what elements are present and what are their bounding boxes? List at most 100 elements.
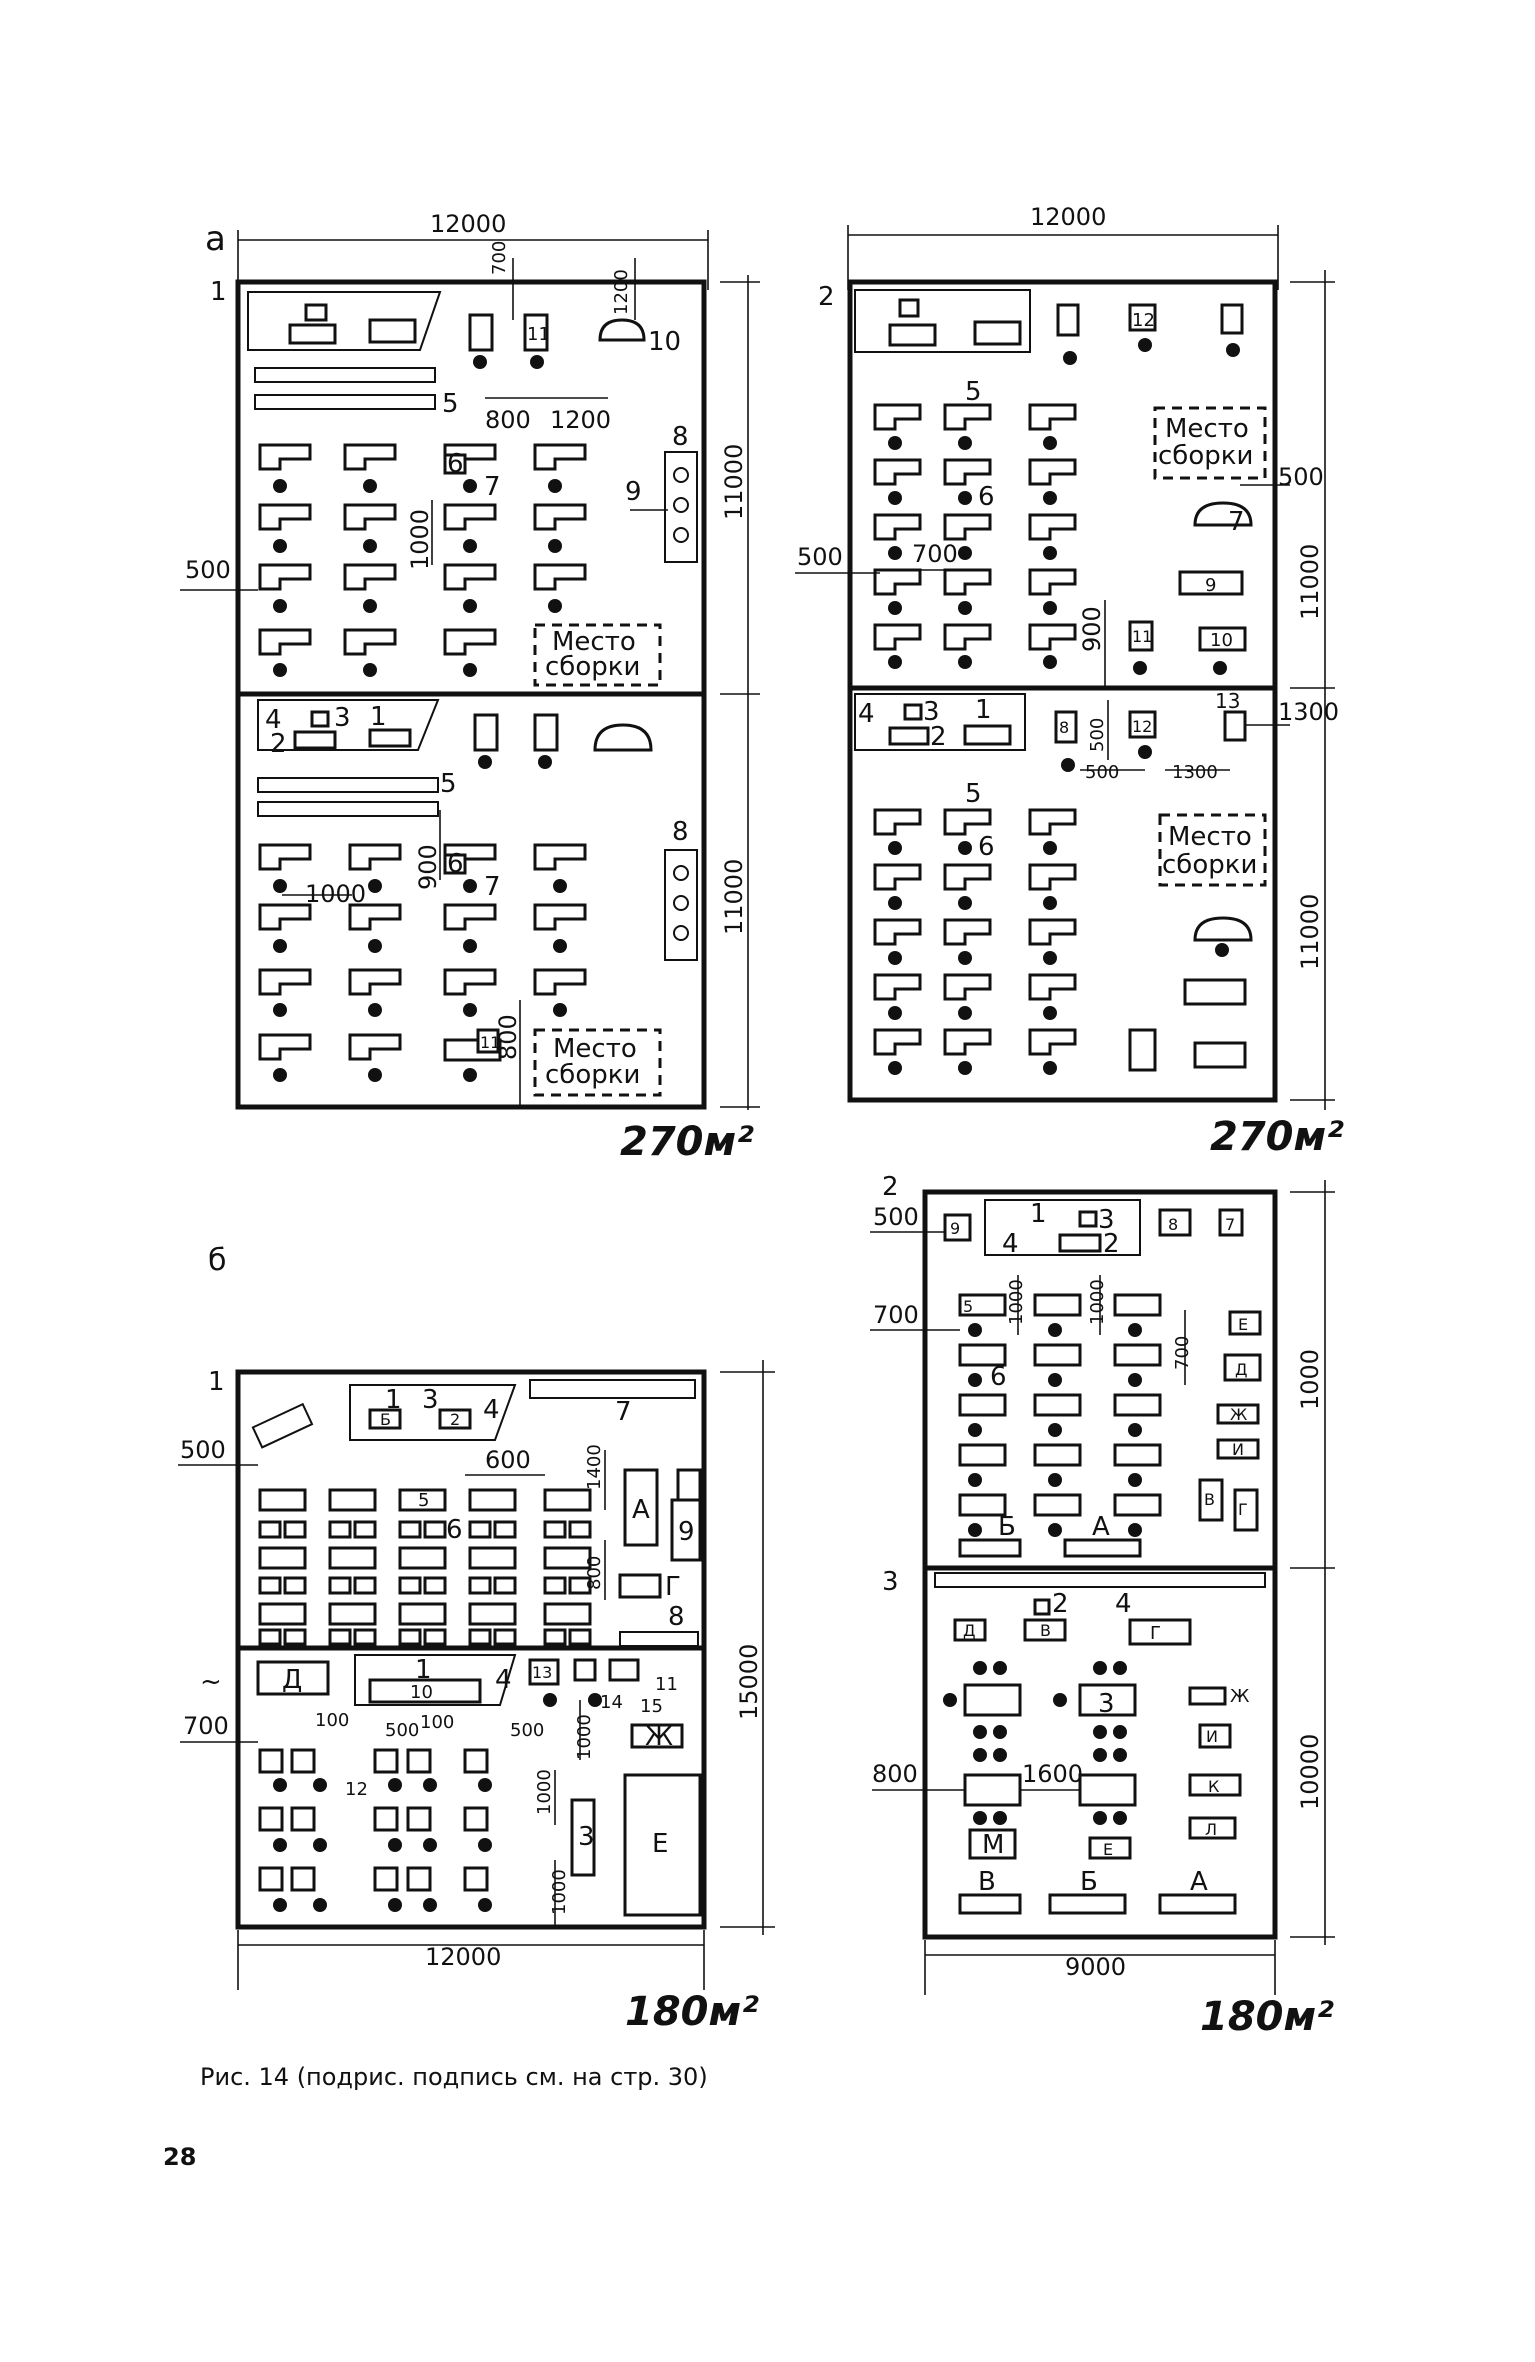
svg-text:М: М — [982, 1830, 1004, 1860]
svg-text:Ж: Ж — [1230, 1686, 1250, 1707]
svg-text:сборки: сборки — [1158, 441, 1253, 471]
plan-a1-height-bottom: 11000 — [720, 859, 748, 935]
svg-text:500: 500 — [797, 543, 843, 571]
page-number: 28 — [163, 2143, 196, 2171]
svg-text:Е: Е — [652, 1829, 668, 1859]
plan-b1-desks-bottom — [258, 1748, 492, 1912]
svg-text:А: А — [1092, 1512, 1110, 1542]
svg-text:1300: 1300 — [1172, 762, 1218, 783]
svg-text:10: 10 — [648, 327, 681, 357]
svg-text:Место: Место — [553, 1034, 637, 1064]
svg-text:5: 5 — [965, 377, 982, 407]
svg-text:Д: Д — [282, 1665, 302, 1695]
svg-text:сборки: сборки — [545, 1060, 640, 1090]
svg-text:5: 5 — [418, 1490, 429, 1511]
svg-text:7: 7 — [484, 872, 501, 902]
svg-text:500: 500 — [185, 556, 231, 584]
svg-text:8: 8 — [1059, 718, 1069, 737]
svg-text:3: 3 — [1098, 1689, 1115, 1719]
svg-text:6: 6 — [446, 1515, 463, 1545]
plan-a2-assembly-top — [1153, 406, 1267, 480]
plan-b2-outline — [922, 1189, 1278, 1940]
svg-text:1600: 1600 — [1022, 1760, 1083, 1788]
plan-a2-height-bottom: 11000 — [1296, 894, 1324, 970]
svg-text:800: 800 — [584, 1556, 605, 1590]
svg-text:1000: 1000 — [549, 1869, 570, 1915]
svg-text:В: В — [1040, 1621, 1051, 1640]
svg-text:500: 500 — [1087, 718, 1108, 752]
svg-text:Д: Д — [1235, 1360, 1248, 1379]
svg-text:Ж: Ж — [1230, 1405, 1247, 1424]
svg-text:100: 100 — [315, 1710, 349, 1731]
svg-text:700: 700 — [183, 1712, 229, 1740]
plan-a1: а 1 12000 11000 11000 5 11 10 — [180, 210, 760, 1165]
plan-a2-width: 12000 — [1030, 203, 1106, 231]
svg-text:Ж: Ж — [645, 1722, 673, 1752]
svg-text:9: 9 — [625, 477, 642, 507]
svg-text:500: 500 — [873, 1203, 919, 1231]
svg-text:500: 500 — [1278, 463, 1324, 491]
svg-text:15: 15 — [640, 1696, 663, 1717]
plan-a2-desks-top — [873, 403, 1077, 669]
svg-text:6: 6 — [990, 1362, 1007, 1392]
svg-text:1: 1 — [385, 1385, 402, 1415]
svg-text:Е: Е — [1103, 1840, 1113, 1859]
svg-text:1000: 1000 — [406, 509, 434, 570]
svg-text:13: 13 — [1215, 689, 1240, 713]
svg-text:700: 700 — [1172, 1336, 1193, 1370]
plan-a1-assembly-bottom — [533, 1028, 662, 1097]
svg-text:14: 14 — [600, 1692, 623, 1713]
svg-text:7: 7 — [1225, 1215, 1235, 1234]
svg-text:1: 1 — [370, 702, 387, 732]
svg-text:Б: Б — [1080, 1867, 1098, 1897]
plan-b2-height-bottom: 10000 — [1296, 1734, 1324, 1810]
svg-text:9: 9 — [950, 1219, 960, 1238]
svg-text:6: 6 — [447, 849, 464, 879]
svg-text:12: 12 — [1132, 717, 1152, 736]
svg-text:2: 2 — [450, 1410, 460, 1429]
svg-text:И: И — [1232, 1440, 1244, 1459]
svg-text:4: 4 — [1002, 1229, 1019, 1259]
plan-a1-desks-top — [258, 443, 587, 677]
svg-text:1300: 1300 — [1278, 698, 1339, 726]
svg-text:Г: Г — [1238, 1500, 1248, 1519]
svg-text:Д: Д — [963, 1621, 976, 1640]
plan-a2-area: 270м² — [1210, 1114, 1344, 1160]
svg-text:500: 500 — [510, 1720, 544, 1741]
svg-text:1: 1 — [975, 695, 992, 725]
plan-b2-desks-bottom — [943, 1661, 1137, 1825]
svg-text:5: 5 — [440, 769, 457, 799]
svg-text:11: 11 — [655, 1674, 678, 1695]
svg-text:1000: 1000 — [1087, 1279, 1108, 1325]
svg-text:сборки: сборки — [1162, 850, 1257, 880]
svg-text:5: 5 — [963, 1297, 973, 1316]
figure-caption: Рис. 14 (подрис. подпись см. на стр. 30) — [200, 2063, 708, 2091]
svg-text:11: 11 — [480, 1033, 500, 1052]
svg-text:А: А — [1190, 1867, 1208, 1897]
fig-b-label: б — [208, 1243, 227, 1278]
svg-text:И: И — [1206, 1727, 1218, 1746]
svg-text:12: 12 — [345, 1779, 368, 1800]
plan-b2-height-top: 1000 — [1296, 1349, 1324, 1410]
svg-text:2: 2 — [270, 729, 287, 759]
svg-text:9: 9 — [678, 1517, 695, 1547]
svg-text:3: 3 — [923, 697, 940, 727]
plan-a2: 2 12000 11000 11000 12 5 — [795, 203, 1344, 1160]
plan-a2-number: 2 — [818, 282, 835, 312]
svg-text:6: 6 — [978, 832, 995, 862]
svg-text:6: 6 — [447, 449, 464, 479]
plan-a2-desks-bottom — [873, 808, 1077, 1075]
svg-text:5: 5 — [965, 779, 982, 809]
plan-a1-number: 1 — [210, 277, 227, 307]
svg-text:600: 600 — [485, 1446, 531, 1474]
svg-text:4: 4 — [265, 705, 282, 735]
svg-text:Б: Б — [998, 1512, 1016, 1542]
svg-text:4: 4 — [1115, 1589, 1132, 1619]
svg-text:К: К — [1208, 1777, 1220, 1796]
svg-text:7: 7 — [1228, 507, 1245, 537]
svg-text:5: 5 — [442, 389, 459, 419]
svg-text:Место: Место — [1165, 414, 1249, 444]
plan-a1-assembly-top — [533, 623, 662, 687]
svg-text:100: 100 — [420, 1712, 454, 1733]
